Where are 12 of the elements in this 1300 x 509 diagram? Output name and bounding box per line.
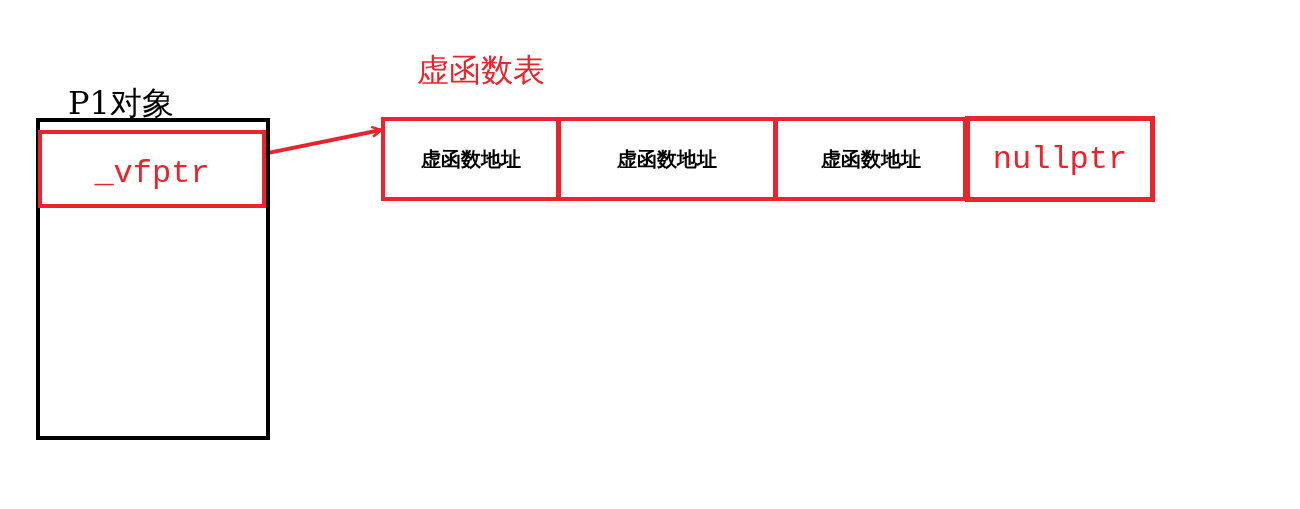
address-cell [381, 117, 560, 201]
address-cell [774, 117, 967, 201]
cell-text: nullptr [992, 140, 1128, 178]
null-cell [965, 116, 1155, 202]
cell-text: 虚函数地址 [820, 145, 921, 173]
field-label: _vfptr [94, 154, 210, 192]
cell-text: 虚函数地址 [420, 145, 521, 173]
cell-text: 虚函数地址 [617, 145, 717, 173]
pointer-field [38, 130, 266, 208]
address-cell [557, 117, 777, 201]
table-title: 虚函数表 [417, 50, 545, 91]
object-heading: P1对象 [68, 83, 174, 124]
